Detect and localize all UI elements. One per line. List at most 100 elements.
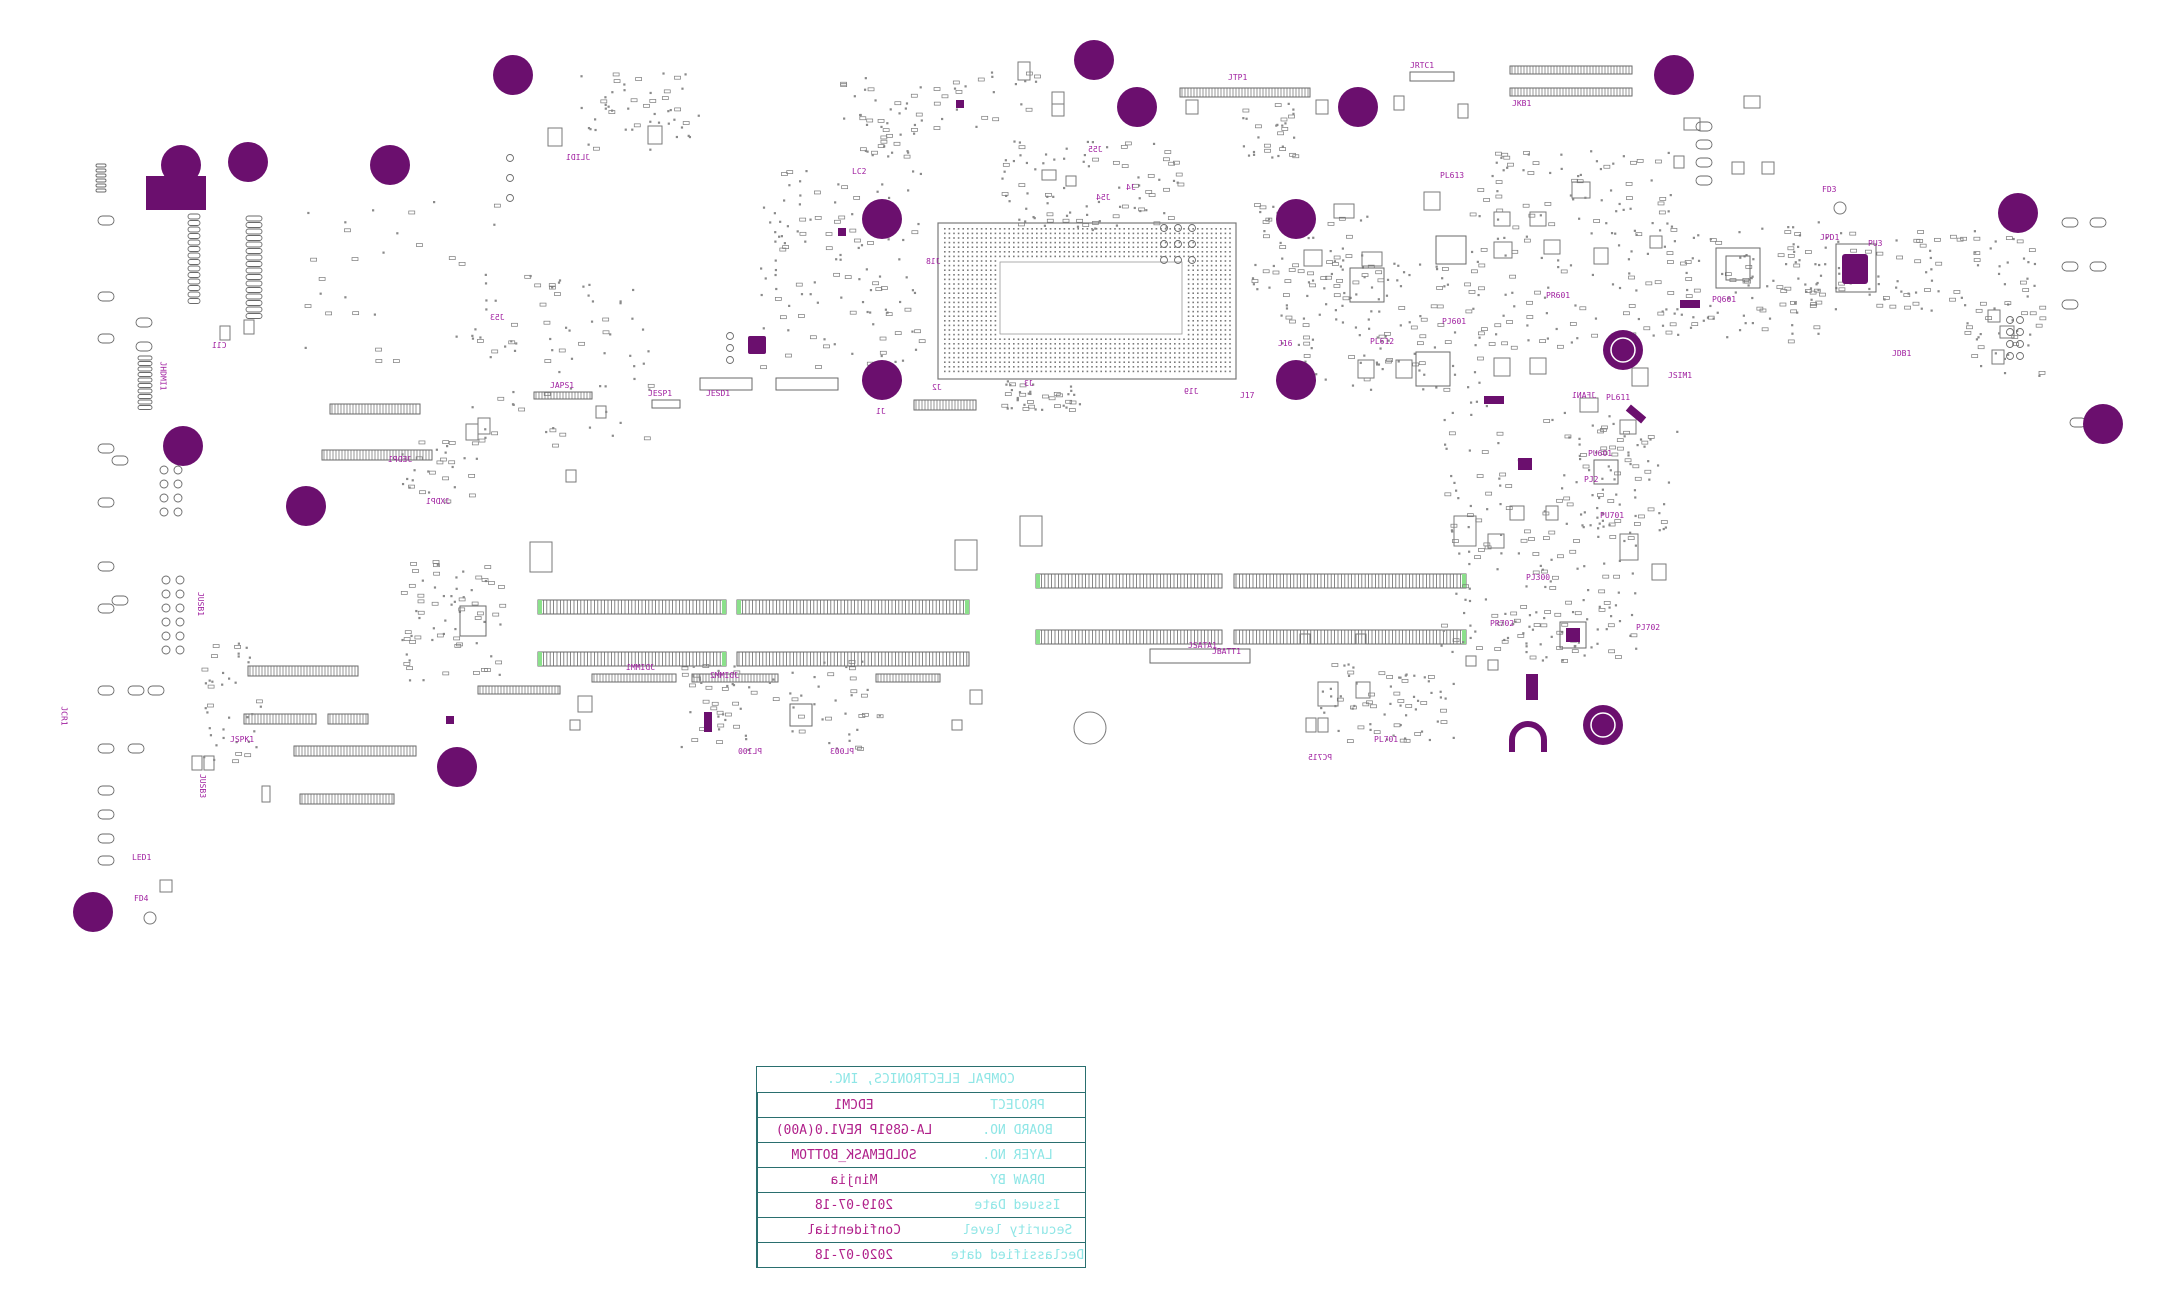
via-pad xyxy=(175,603,185,613)
bga-ball xyxy=(1215,237,1217,239)
bga-ball xyxy=(967,255,969,258)
via xyxy=(669,108,672,112)
via-pad xyxy=(506,194,514,202)
via xyxy=(490,655,493,658)
bga-ball xyxy=(1123,356,1125,359)
via xyxy=(1877,275,1880,278)
smd-pad xyxy=(882,128,890,132)
smd-pad xyxy=(725,712,732,717)
via xyxy=(1046,202,1049,205)
bga-ball xyxy=(944,343,946,345)
via xyxy=(1634,514,1637,518)
bga-ball xyxy=(1049,232,1052,235)
via xyxy=(1615,493,1618,496)
via-pad xyxy=(2006,328,2014,336)
via xyxy=(1578,457,1582,461)
bga-ball xyxy=(1077,255,1079,258)
bga-ball xyxy=(967,329,969,331)
via xyxy=(1355,682,1358,685)
bga-ball xyxy=(1183,352,1185,354)
via xyxy=(887,155,890,158)
component-outline xyxy=(1543,239,1561,255)
via xyxy=(1673,312,1676,315)
bga-ball xyxy=(1068,361,1070,363)
via xyxy=(1281,257,1284,260)
via xyxy=(433,201,436,204)
bga-ball xyxy=(985,264,987,267)
bga-ball xyxy=(1026,343,1029,345)
smd-pad xyxy=(886,133,893,138)
bga-ball xyxy=(1003,361,1006,363)
bga-ball xyxy=(976,292,978,294)
via xyxy=(1661,324,1665,327)
bga-ball xyxy=(1123,343,1125,345)
bga-ball xyxy=(1128,370,1130,373)
bga-ball xyxy=(1118,356,1121,359)
smd-pad xyxy=(1112,214,1120,219)
bga-ball xyxy=(1183,255,1185,258)
header-pin xyxy=(245,261,263,267)
via xyxy=(1547,286,1550,289)
bga-ball xyxy=(1105,361,1107,363)
bga-ball xyxy=(976,343,978,345)
component-outline xyxy=(1051,103,1065,117)
via xyxy=(1527,153,1530,156)
mounting-hole xyxy=(163,426,203,466)
via xyxy=(914,348,918,351)
smd-pad xyxy=(1685,277,1693,281)
smd-pad xyxy=(1363,377,1371,382)
bga-ball xyxy=(1068,241,1070,244)
bga-ball xyxy=(1215,338,1217,340)
bga-ball xyxy=(1077,343,1079,345)
bga-ball xyxy=(1100,366,1102,368)
via xyxy=(633,365,636,368)
via xyxy=(1528,625,1531,628)
smd-pad xyxy=(1401,678,1409,683)
smd-pad xyxy=(643,436,651,441)
via xyxy=(1794,301,1797,305)
bga-ball xyxy=(1072,255,1075,258)
via xyxy=(1691,257,1694,260)
bga-ball xyxy=(985,324,987,327)
smd-pad xyxy=(418,440,426,445)
bga-ball xyxy=(1155,228,1158,230)
bga-ball xyxy=(1201,343,1204,345)
smd-pad xyxy=(1715,240,1723,245)
smd-pad xyxy=(442,476,449,481)
via xyxy=(1797,277,1800,280)
bga-ball xyxy=(1008,343,1010,345)
bga-ball xyxy=(948,269,951,271)
via xyxy=(809,293,812,296)
bga-ball xyxy=(944,366,946,368)
bga-ball xyxy=(1183,343,1185,345)
via xyxy=(1097,200,1101,204)
smd-pad xyxy=(1809,304,1817,308)
component-outline xyxy=(1299,633,1311,645)
bga-ball xyxy=(953,278,955,281)
bga-ball xyxy=(1151,246,1153,248)
bga-ball xyxy=(1063,232,1066,235)
via xyxy=(1622,155,1625,158)
bga-ball xyxy=(990,264,992,267)
via xyxy=(484,282,488,285)
via xyxy=(1172,179,1176,182)
bga-ball xyxy=(1013,356,1015,359)
ref-label: LED1 xyxy=(132,853,152,862)
via xyxy=(905,276,908,279)
smd-pad xyxy=(1579,306,1587,311)
via xyxy=(992,91,995,94)
component-outline xyxy=(1303,249,1323,267)
bga-ball xyxy=(1215,264,1217,267)
bga-ball xyxy=(1054,241,1056,244)
bga-ball xyxy=(1197,237,1199,239)
via xyxy=(1468,562,1471,566)
bga-ball xyxy=(1049,347,1052,350)
bga-ball xyxy=(1215,287,1217,290)
via xyxy=(653,112,656,116)
smd-pad xyxy=(1623,311,1630,316)
ref-label: JBATT1 xyxy=(1212,647,1241,656)
bga-ball xyxy=(1206,274,1208,276)
smd-pad xyxy=(511,322,518,327)
bga-ball xyxy=(1063,255,1066,258)
bga-ball xyxy=(985,283,987,285)
